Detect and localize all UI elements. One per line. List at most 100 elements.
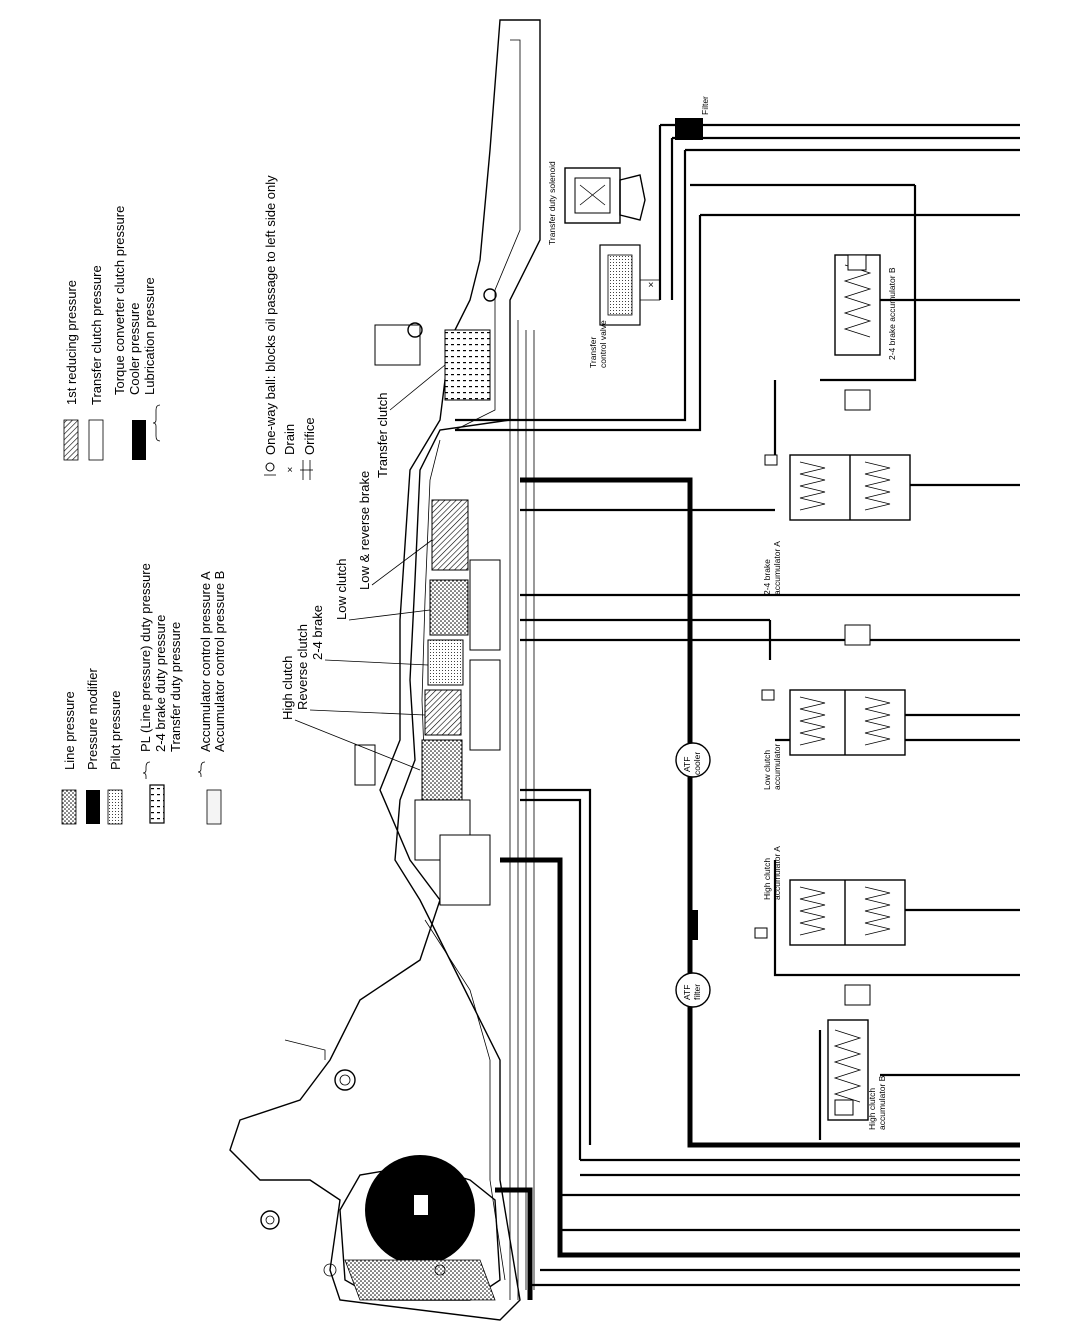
legend-orifice: Orifice bbox=[302, 417, 317, 455]
reverse-clutch-pack bbox=[424, 689, 462, 736]
low-clutch-pack bbox=[429, 579, 469, 636]
callout-high-clutch: High clutch bbox=[280, 656, 295, 720]
legend-line-pressure: Line pressure bbox=[62, 691, 77, 770]
converter-feed bbox=[495, 1187, 533, 1300]
cooler-line-lower bbox=[500, 857, 1020, 1258]
case-inner-3 bbox=[421, 439, 441, 781]
atf-filter: ATF filter bbox=[675, 972, 711, 1008]
transmission-cross-section bbox=[229, 19, 541, 1321]
case-inner-1 bbox=[454, 39, 521, 431]
drain-icon: × bbox=[287, 465, 293, 476]
swatch-lubrication bbox=[132, 420, 146, 460]
transfer-control-valve: × bbox=[599, 244, 660, 326]
planetary-2 bbox=[469, 659, 501, 751]
planetary-1 bbox=[469, 559, 501, 651]
brake-24-acc-b-label: 2-4 brake accumulator B bbox=[887, 267, 897, 360]
brake-24-accumulator-b bbox=[834, 254, 881, 356]
one-way-ball-icon bbox=[264, 462, 276, 476]
main-shaft bbox=[509, 320, 535, 1300]
high-clutch-acc-b-line2: accumulator B bbox=[877, 1075, 887, 1130]
callouts: High clutch Reverse clutch 2-4 brake Low… bbox=[280, 364, 446, 771]
transfer-duty-solenoid-label: Transfer duty solenoid bbox=[547, 161, 557, 245]
high-clutch-accumulator-b bbox=[827, 1019, 869, 1121]
accumulators: 2-4 brake accumulator B 2-4 brake accumu… bbox=[754, 254, 911, 1130]
high-clutch-acc-a-line2: accumulator A bbox=[772, 846, 782, 900]
swatch-1st-reducing bbox=[63, 419, 79, 461]
hydraulic-lines bbox=[455, 123, 1020, 1300]
legend-accum-a: Accumulator control pressure A bbox=[198, 571, 213, 752]
inline-fitting bbox=[688, 910, 698, 940]
svg-text:×: × bbox=[648, 280, 654, 291]
transfer-clutch-pack bbox=[444, 329, 491, 401]
brake-24-acc-a-line2: accumulator A bbox=[772, 541, 782, 595]
low-reverse-brake-pack bbox=[431, 499, 469, 571]
converter-oil bbox=[344, 1259, 496, 1301]
swatch-duty-pressure bbox=[149, 784, 165, 824]
low-clutch-accumulator bbox=[761, 624, 906, 756]
brace-duty bbox=[142, 761, 151, 779]
callout-low-reverse-brake: Low & reverse brake bbox=[357, 471, 372, 590]
legend-1st-reducing: 1st reducing pressure bbox=[64, 280, 79, 405]
brake-24-pack bbox=[427, 639, 464, 686]
legend: Line pressure Pressure modifier Pilot pr… bbox=[61, 175, 317, 825]
legend-transfer-clutch-pressure: Transfer clutch pressure bbox=[89, 265, 104, 405]
legend-cooler: Cooler pressure bbox=[127, 303, 142, 396]
transfer-control-valve-line1: Transfer bbox=[588, 336, 598, 368]
legend-24-brake-duty: 2-4 brake duty pressure bbox=[153, 615, 168, 752]
main-rails bbox=[530, 1158, 1020, 1287]
legend-swatches-right bbox=[63, 404, 161, 461]
case-outline bbox=[229, 19, 541, 1321]
legend-lubrication: Lubrication pressure bbox=[142, 277, 157, 395]
brace-accum bbox=[197, 761, 206, 777]
high-clutch-accumulator-a bbox=[754, 879, 906, 1006]
top-rails bbox=[455, 123, 1020, 432]
legend-pressure-modifier: Pressure modifier bbox=[85, 667, 100, 770]
filter-body bbox=[675, 118, 703, 140]
legend-one-way-ball: One-way ball: blocks oil passage to left… bbox=[263, 175, 278, 455]
parking-gear bbox=[439, 834, 491, 906]
legend-torque-converter: Torque converter clutch pressure bbox=[112, 206, 127, 395]
high-clutch-acc-a-line1: High clutch bbox=[762, 858, 772, 900]
case-inner-2 bbox=[424, 919, 506, 1281]
side-bolt-2 bbox=[374, 324, 421, 366]
high-clutch-pack bbox=[421, 739, 463, 801]
accum-stems bbox=[880, 298, 1020, 1077]
brake-24-acc-a-line1: 2-4 brake bbox=[762, 559, 772, 595]
atf-cooler: ATF cooler bbox=[675, 742, 711, 778]
legend-labels-left: Line pressure Pressure modifier Pilot pr… bbox=[62, 563, 227, 770]
callout-transfer-clutch: Transfer clutch bbox=[375, 393, 390, 479]
legend-pl-duty: PL (Line pressure) duty pressure bbox=[138, 563, 153, 752]
swatch-pilot-pressure bbox=[107, 789, 123, 825]
low-clutch-acc-line1: Low clutch bbox=[762, 750, 772, 790]
transfer-duty-solenoid bbox=[564, 167, 646, 224]
high-clutch-acc-b-line1: High clutch bbox=[867, 1088, 877, 1130]
callout-reverse-clutch: Reverse clutch bbox=[295, 624, 310, 710]
atf-cooler-label-2: cooler bbox=[692, 752, 702, 775]
legend-pilot-pressure: Pilot pressure bbox=[108, 691, 123, 770]
atf-cooler-label-1: ATF bbox=[682, 757, 692, 772]
transfer-control-valve-line2: control valve bbox=[598, 320, 608, 368]
atf-filter-label-2: filter bbox=[692, 984, 702, 1000]
side-bolt-1 bbox=[354, 744, 376, 786]
upper-valve-group: Filter Transfer duty solenoid × Transfer… bbox=[547, 96, 710, 368]
swatch-line-pressure bbox=[61, 789, 77, 825]
swatch-accumulator-pressure bbox=[206, 789, 222, 825]
brace-converter bbox=[152, 404, 161, 442]
low-clutch-acc-line2: accumulator bbox=[772, 744, 782, 790]
legend-swatches-left bbox=[61, 761, 222, 825]
filter-label: Filter bbox=[700, 96, 710, 115]
atf-filter-label-1: ATF bbox=[682, 985, 692, 1000]
legend-drain: Drain bbox=[282, 424, 297, 455]
legend-symbols: One-way ball: blocks oil passage to left… bbox=[263, 175, 317, 480]
brake-24-accumulator-a bbox=[764, 389, 911, 521]
lubrication-line bbox=[520, 477, 1020, 1148]
swatch-pressure-modifier bbox=[86, 790, 100, 824]
callout-low-clutch: Low clutch bbox=[334, 559, 349, 620]
mounting-ears bbox=[260, 288, 497, 1230]
callout-24-brake: 2-4 brake bbox=[310, 605, 325, 660]
orifice-icon bbox=[300, 460, 313, 480]
swatch-transfer-clutch bbox=[88, 419, 104, 461]
torque-converter bbox=[323, 1155, 501, 1301]
legend-transfer-duty: Transfer duty pressure bbox=[168, 622, 183, 752]
